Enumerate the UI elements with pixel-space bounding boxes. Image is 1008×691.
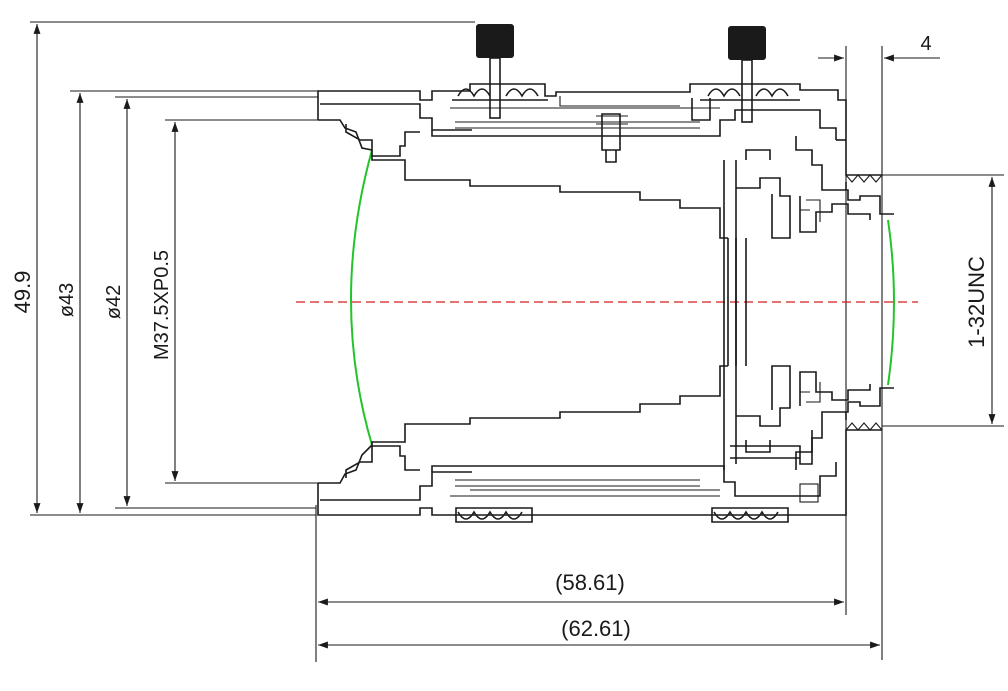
lens-body-lower	[317, 365, 894, 523]
dimension-outer-diameter: ø43	[56, 90, 318, 516]
iris-assembly	[727, 238, 747, 366]
filter-thread-label: M37.5XP0.5	[151, 250, 173, 360]
outer-diameter-label: ø43	[56, 283, 78, 317]
dimension-filter-thread: M37.5XP0.5	[151, 119, 340, 484]
focus-lock-knob	[452, 24, 548, 119]
mount-thread-label: 1-32UNC	[964, 256, 989, 348]
length-short-label: (58.61)	[555, 570, 625, 595]
flange-depth-label: 4	[920, 33, 931, 55]
iris-lock-knob	[700, 26, 800, 123]
overall-height-label: 49.9	[10, 271, 35, 314]
front-lens-surface	[350, 149, 373, 446]
dimension-flange-depth: 4	[818, 33, 940, 132]
dimension-body-diameter: ø42	[103, 96, 318, 509]
dimension-length-long: (62.61)	[318, 46, 883, 660]
dimension-mount-thread: 1-32UNC	[882, 174, 1004, 427]
dimension-length-short: (58.61)	[315, 175, 847, 662]
body-diameter-label: ø42	[103, 285, 125, 319]
lens-body-upper	[317, 83, 894, 470]
rear-lens-surface	[887, 219, 895, 386]
length-long-label: (62.61)	[561, 616, 631, 641]
